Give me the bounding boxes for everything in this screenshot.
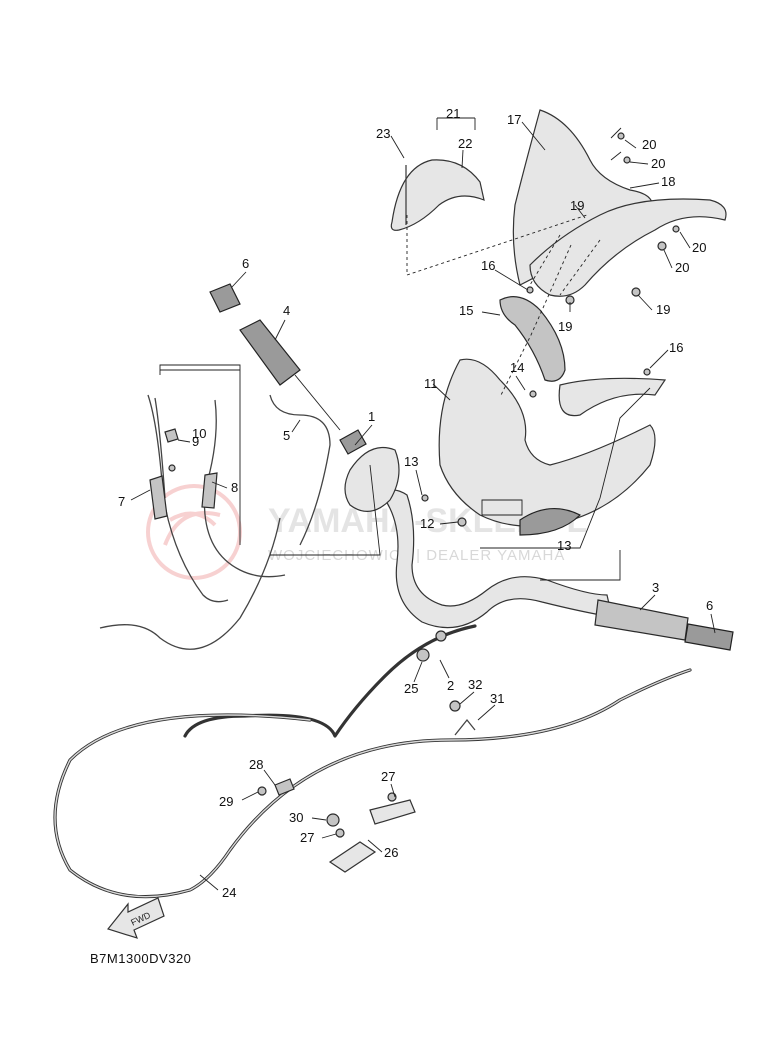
callout-4: 4 xyxy=(283,303,290,318)
callout-21: 21 xyxy=(446,106,460,121)
callout-19-b: 19 xyxy=(558,319,572,334)
callout-20-a: 20 xyxy=(642,137,656,152)
callout-12: 12 xyxy=(420,516,434,531)
callout-11: 11 xyxy=(424,376,438,391)
callout-9: 9 xyxy=(192,434,199,449)
callout-14: 14 xyxy=(510,360,524,375)
callout-13-bottom: 13 xyxy=(557,538,571,553)
callout-18: 18 xyxy=(661,174,675,189)
callout-7: 7 xyxy=(118,494,125,509)
assembly-lines xyxy=(159,117,651,581)
callout-30: 30 xyxy=(289,810,303,825)
callout-32: 32 xyxy=(468,677,482,692)
callout-16-right: 16 xyxy=(669,340,683,355)
callout-28: 28 xyxy=(249,757,263,772)
small-hardware xyxy=(164,132,680,873)
callout-1: 1 xyxy=(368,409,375,424)
part-cover-11 xyxy=(438,358,656,536)
callout-2: 2 xyxy=(447,678,454,693)
callout-22: 22 xyxy=(458,136,472,151)
callout-5: 5 xyxy=(283,428,290,443)
callout-20-c: 20 xyxy=(692,240,706,255)
callout-19-a: 19 xyxy=(570,198,584,213)
part-strip-15 xyxy=(499,296,667,417)
callout-6-right: 6 xyxy=(706,598,713,613)
part-levers-7-8 xyxy=(147,394,286,603)
callout-10-visible: 10 xyxy=(192,426,206,441)
callout-25: 25 xyxy=(404,681,418,696)
callout-27-b: 27 xyxy=(300,830,314,845)
part-throttle-1 xyxy=(339,429,400,512)
part-cover-21 xyxy=(390,159,485,231)
callout-leaders xyxy=(130,121,716,891)
callout-24: 24 xyxy=(222,885,236,900)
callout-20-d: 20 xyxy=(675,260,689,275)
callout-23: 23 xyxy=(376,126,390,141)
part-handlebar-3 xyxy=(381,489,734,651)
callout-8: 8 xyxy=(231,480,238,495)
callout-26: 26 xyxy=(384,845,398,860)
callout-20-b: 20 xyxy=(651,156,665,171)
callout-29: 29 xyxy=(219,794,233,809)
part-cowl-17 xyxy=(512,109,727,297)
callout-31: 31 xyxy=(490,691,504,706)
drawing-code: B7M1300DV320 xyxy=(90,951,191,966)
watermark-logo-mark xyxy=(163,511,221,546)
callout-6-left: 6 xyxy=(242,256,249,271)
fwd-arrow-icon: FWD xyxy=(106,897,165,939)
callout-27-a: 27 xyxy=(381,769,395,784)
cable-24 xyxy=(53,394,692,899)
watermark-subtitle: WOJCIECHOWICZ | DEALER YAMAHA xyxy=(268,547,565,564)
callout-13-top: 13 xyxy=(404,454,418,469)
callout-labels: 1 2 3 4 5 6 6 7 8 9 10 10 11 12 13 13 14… xyxy=(118,106,713,900)
callout-17: 17 xyxy=(507,112,521,127)
callout-15: 15 xyxy=(459,303,473,318)
part-grip-4 xyxy=(209,283,341,431)
callout-19-c: 19 xyxy=(656,302,670,317)
callout-16-top: 16 xyxy=(481,258,495,273)
callout-3: 3 xyxy=(652,580,659,595)
